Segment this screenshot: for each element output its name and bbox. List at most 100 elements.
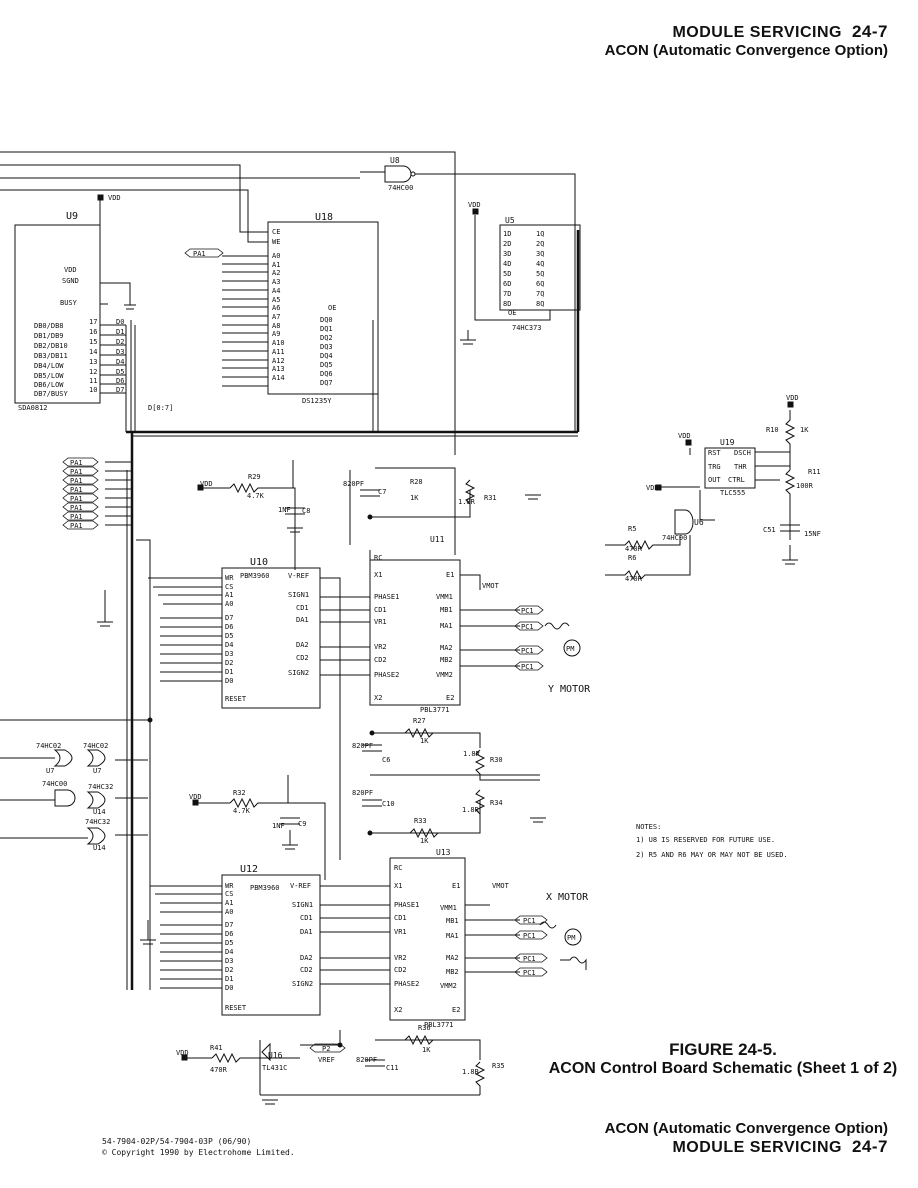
u18-ref: U18 [315,212,333,223]
pc1-flags-x: PC1 PC1 PC1 PC1 [523,917,536,977]
u11-left-pins: RC X1 PHASE1 CD1 VR1 VR2 CD2 PHASE2 X2 [374,554,399,702]
u11-pin: MB2 [440,656,453,664]
u5-pin-in: 2D [503,240,511,248]
u13-pin: MA2 [446,954,459,962]
u13-left-pins: RC X1 PHASE1 CD1 VR1 VR2 CD2 PHASE2 X2 [394,864,419,1014]
pa1-flag: PA1 [70,459,83,467]
r10-ref: R10 [766,426,779,434]
u10-pin: D2 [225,659,233,667]
u18-addr: A5 [272,296,280,304]
footer-subtitle: ACON (Automatic Convergence Option) [604,1120,888,1137]
x-motor-pm: PM [567,934,575,942]
u11-pin: VMM2 [436,671,453,679]
u10-pin: D7 [225,614,233,622]
c7-ref: C7 [378,488,386,496]
u12-pin: RESET [225,1004,247,1012]
u19-pin: CTRL [728,476,745,484]
u12-pin: D0 [225,984,233,992]
u11-pin: VR1 [374,618,387,626]
u18-dq: DQ0 [320,316,333,324]
r41-ref: R41 [210,1044,223,1052]
u18-addr: A12 [272,357,285,365]
u9-ref: U9 [66,211,78,222]
pc1-flag: PC1 [521,663,534,671]
u18-address-pins: A0 A1 A2 A3 A4 A5 A6 A7 A8 A9 A10 A11 A1… [272,252,285,382]
pa1-flag: PA1 [70,504,83,512]
u12-pin: DA2 [300,954,313,962]
u12-pin: DA1 [300,928,313,936]
u11-pin: MA1 [440,622,453,630]
c51-ref: C51 [763,526,776,534]
pa1-flag: PA1 [193,250,206,258]
c11-value: 820PF [356,1056,377,1064]
u10-pin: WR [225,574,234,582]
pc1-flag: PC1 [523,917,536,925]
c8-ref: C8 [302,507,310,515]
r11-ref: R11 [808,468,821,476]
u13-vmot: VMOT [492,882,510,890]
u11-pin: PHASE1 [374,593,399,601]
u9-sgnd: SGND [62,277,79,285]
figure-caption: FIGURE 24-5. ACON Control Board Schemati… [528,1040,918,1078]
u9-vdd-pin: VDD [64,266,77,274]
r32-vdd: VDD [189,793,202,801]
u13-pin: E1 [452,882,460,890]
u13-pin: VR2 [394,954,407,962]
u18-dq: DQ3 [320,343,333,351]
c11-ref: C11 [386,1064,399,1072]
r41-vdd: VDD [176,1049,189,1057]
u18-addr: A4 [272,287,280,295]
u9-busy: BUSY [60,299,78,307]
pa1-flags-u18: PA1 [193,250,206,258]
r41-value: 470R [210,1066,228,1074]
u16-part: TL431C [262,1064,287,1072]
u11-right-pins: E1 VMM1 MB1 MA1 MA2 MB2 VMM2 E2 [436,571,454,702]
u9-pin-out: D5 [116,368,124,376]
u5-pin-in: 6D [503,280,511,288]
u5-pins: 1D 2D 3D 4D 5D 6D 7D 8D 1Q 2Q 3Q 4Q 5Q 6… [503,230,544,308]
u12-pin: D3 [225,957,233,965]
pa1-flags-data: PA1 PA1 PA1 PA1 PA1 PA1 PA1 PA1 [70,459,83,530]
u9-bus: D[0:7] [148,404,173,412]
notes-heading: NOTES: [636,823,661,831]
u19-pin: RST [708,449,721,457]
u13-pin: X2 [394,1006,402,1014]
u5-pin-in: 7D [503,290,511,298]
x-motor-label: X MOTOR [546,892,589,903]
pa1-flag: PA1 [70,477,83,485]
u12-pin: CD1 [300,914,313,922]
u9-pin-num: 13 [89,358,97,366]
u18-addr: A8 [272,322,280,330]
u12-pin: CD2 [300,966,313,974]
r27-ref: R27 [413,717,426,725]
u11-pin: RC [374,554,382,562]
u18-addr: A1 [272,261,280,269]
u18-addr: A11 [272,348,285,356]
u5-pin-out: 2Q [536,240,544,248]
u12-pin: WR [225,882,234,890]
u14-part-b: 74HC32 [85,818,110,826]
u11-pin: E1 [446,571,454,579]
u7-part-a: 74HC02 [36,742,61,750]
u18-addr: A6 [272,304,280,312]
u13-pin: PHASE1 [394,901,419,909]
r36-value: 1K [422,1046,431,1054]
u18-dq: DQ5 [320,361,333,369]
r35-ref: R35 [492,1062,505,1070]
u10-pin: DA1 [296,616,309,624]
u12-left-pins: WR CS A1 A0 D7 D6 D5 D4 D3 D2 D1 D0 RESE… [225,882,247,1012]
u18-addr: A7 [272,313,280,321]
u9-pin-out: D6 [116,377,124,385]
u14-ref-a: U14 [93,808,106,816]
u18-addr: A9 [272,330,280,338]
note-2: 2) R5 AND R6 MAY OR MAY NOT BE USED. [636,851,788,859]
pc1-flag: PC1 [523,955,536,963]
r35-value: 1.8R [462,1068,480,1076]
u13-pin: X1 [394,882,402,890]
footer-page-number: 24-7 [851,1137,888,1156]
u11-pin: CD1 [374,606,387,614]
u18-part: DS1235Y [302,397,332,405]
u12-pin: A0 [225,908,233,916]
r27-value: 1K [420,737,429,745]
u11-pin: MB1 [440,606,453,614]
